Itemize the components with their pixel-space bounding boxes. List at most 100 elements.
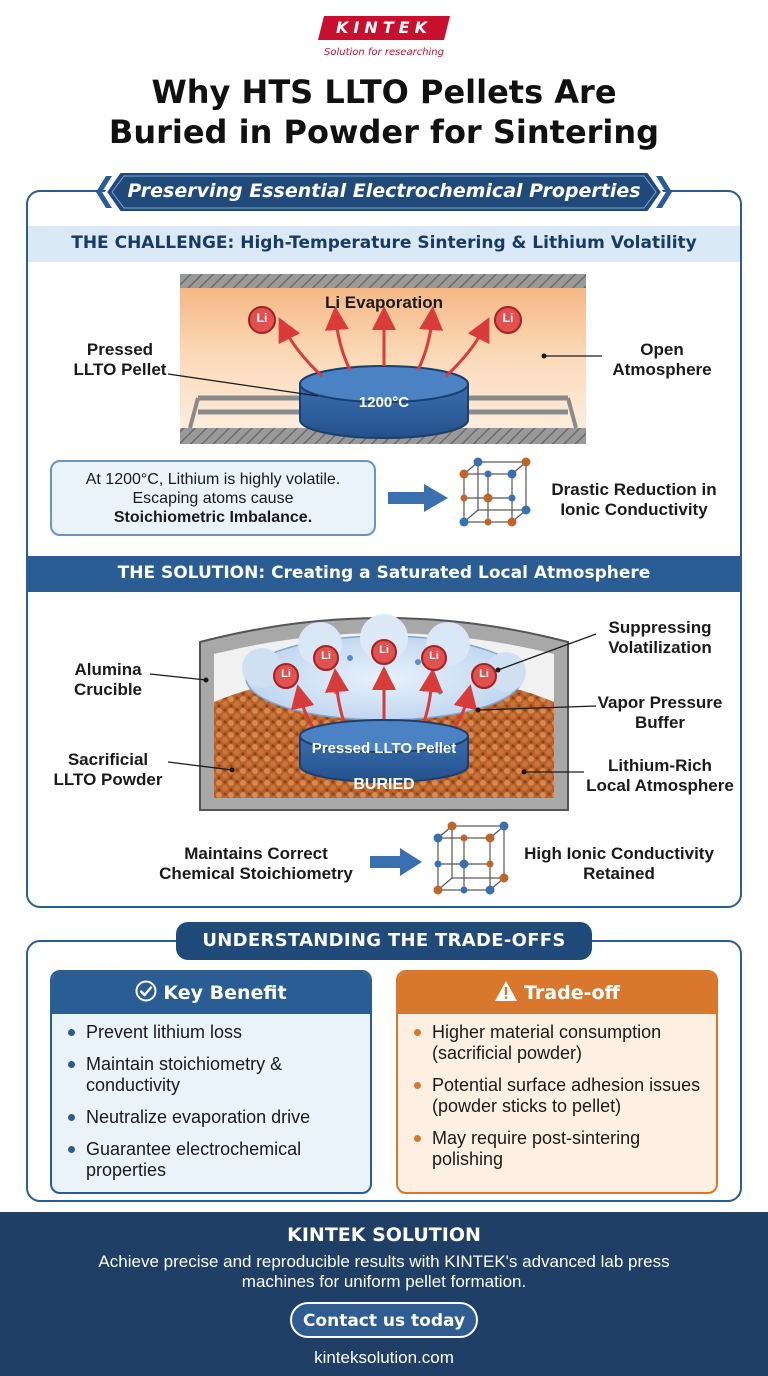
warning-icon [494,980,518,1006]
title-line-2: Buried in Powder for Sintering [108,113,660,151]
solution-cause-line-1: Maintains Correct [184,844,328,863]
list-item-text: properties [86,1160,167,1180]
crucible-label-line-1: Alumina [74,660,142,679]
list-item: Prevent lithium loss [66,1022,370,1043]
atmosphere-label-line-2: Atmosphere [612,360,712,379]
result-arrow [388,484,448,512]
buffer-label: Vapor Pressure Buffer [596,693,724,733]
local-atmosphere-line-2: Local Atmosphere [586,776,734,795]
tradeoff-list: Higher material consumption(sacrificial … [398,1014,716,1170]
kintek-logo: KINTEK Solution for researching [0,14,768,58]
li-atom-icon [471,663,497,689]
li-atom-icon [313,645,339,671]
logo-text: KINTEK [336,18,432,37]
list-item-text: Maintain stoichiometry & [86,1054,283,1074]
note-line-2: Escaping atoms cause [132,490,294,507]
li-atom-label: Li [479,668,489,680]
bullet-icon [68,1029,75,1036]
key-benefit-list: Prevent lithium loss Maintain stoichiome… [52,1014,370,1181]
bullet-icon [68,1061,75,1068]
banner-text: Preserving Essential Electrochemical Pro… [127,180,641,202]
pellet-label-line-1: Pressed [86,340,154,359]
li-atom-icon [494,306,522,334]
footer-text: Achieve precise and reproducible results… [98,1252,670,1291]
solution-result-line-1: High Ionic Conductivity [524,844,714,863]
list-item-text: (powder sticks to pellet) [432,1096,622,1116]
li-evaporation-label: Li Evaporation [324,293,444,312]
logo-tagline: Solution for researching [323,47,444,58]
list-item-text: polishing [432,1149,504,1169]
solution-heading-text: THE SOLUTION: Creating a Saturated Local… [117,563,651,583]
suppressing-label: Suppressing Volatilization [596,618,724,658]
list-item-text: Potential surface adhesion issues [432,1075,701,1095]
key-benefit-header: Key Benefit [52,972,370,1014]
website-link[interactable]: kinteksolution.com [314,1348,454,1367]
list-item: Maintain stoichiometry &conductivity [66,1054,370,1096]
atmosphere-label: Open Atmosphere [600,340,724,380]
key-benefit-title: Key Benefit [163,982,287,1004]
solution-diagram [149,614,597,895]
solution-heading: THE SOLUTION: Creating a Saturated Local… [28,556,740,592]
buried-label: BURIED [353,776,415,793]
li-atom-label: Li [379,644,389,656]
li-atom-icon [273,663,299,689]
list-item: Higher material consumption(sacrificial … [412,1022,716,1064]
challenge-heading: THE CHALLENGE: High-Temperature Sinterin… [28,226,740,262]
powder-label-line-2: LLTO Powder [53,770,163,789]
page-title: Why HTS LLTO Pellets Are Buried in Powde… [0,72,768,152]
check-circle-icon [135,980,157,1006]
local-atmosphere-label: Lithium-Rich Local Atmosphere [584,756,736,796]
list-item-text: Prevent lithium loss [86,1022,243,1042]
challenge-heading-text: THE CHALLENGE: High-Temperature Sinterin… [71,233,697,253]
llto-pellet [299,365,469,439]
li-atom-label: Li [429,650,439,662]
challenge-result-label: Drastic Reduction in Ionic Conductivity [542,480,726,520]
list-item-text: Guarantee electrochemical [86,1139,302,1159]
volatility-note: At 1200°C, Lithium is highly volatile. E… [50,460,376,536]
bullet-icon [68,1146,75,1153]
crucible-label: Alumina Crucible [60,660,156,700]
note-line-1: At 1200°C, Lithium is highly volatile. [85,471,341,488]
li-atom-icon [248,306,276,334]
challenge-result-line-1: Drastic Reduction in [551,480,717,499]
tradeoff-card: Trade-off Higher material consumption(sa… [396,970,718,1194]
buffer-label-line-2: Buffer [634,713,686,732]
li-atom-label: Li [256,311,268,325]
crucible-label-line-2: Crucible [73,680,143,699]
li-evaporation-arrows [278,306,490,378]
bullet-icon [68,1114,75,1121]
list-item: Neutralize evaporation drive [66,1107,370,1128]
suppressing-label-line-2: Volatilization [608,638,712,657]
solution-cause-label: Maintains Correct Chemical Stoichiometry [150,844,362,884]
solution-result-arrow [370,848,422,876]
li-atom-label: Li [281,668,291,680]
solution-result-line-2: Retained [583,864,655,883]
local-atmosphere-line-1: Lithium-Rich [608,756,712,775]
contact-button[interactable]: Contact us today [290,1302,478,1338]
li-atom-label: Li [321,650,331,662]
furnace-top-wall [180,274,586,288]
subtitle-banner: Preserving Essential Electrochemical Pro… [96,170,672,214]
solution-result-label: High Ionic Conductivity Retained [514,844,724,884]
powder-label: Sacrificial LLTO Powder [46,750,170,790]
suppressing-label-line-1: Suppressing [608,618,712,637]
footer-title: KINTEK SOLUTION [287,1224,481,1246]
note-line-3: Stoichiometric Imbalance. [113,509,313,526]
buried-pellet-label: Pressed LLTO Pellet [311,740,457,757]
pellet-label: Pressed LLTO Pellet [68,340,172,380]
bullet-icon [414,1082,421,1089]
tradeoff-title: Trade-off [524,982,620,1004]
li-atom-label: Li [502,311,514,325]
lattice-atoms [433,821,509,895]
li-atom-icon [421,645,447,671]
lattice-atoms [459,457,531,527]
temperature-label: 1200°C [358,394,410,411]
contact-button-label: Contact us today [302,1311,466,1331]
bullet-icon [414,1135,421,1142]
footer: KINTEK SOLUTION Achieve precise and repr… [0,1212,768,1376]
buried-llto-pellet [299,719,469,783]
list-item: Potential surface adhesion issues(powder… [412,1075,716,1117]
tradeoffs-heading: UNDERSTANDING THE TRADE-OFFS [176,922,592,960]
